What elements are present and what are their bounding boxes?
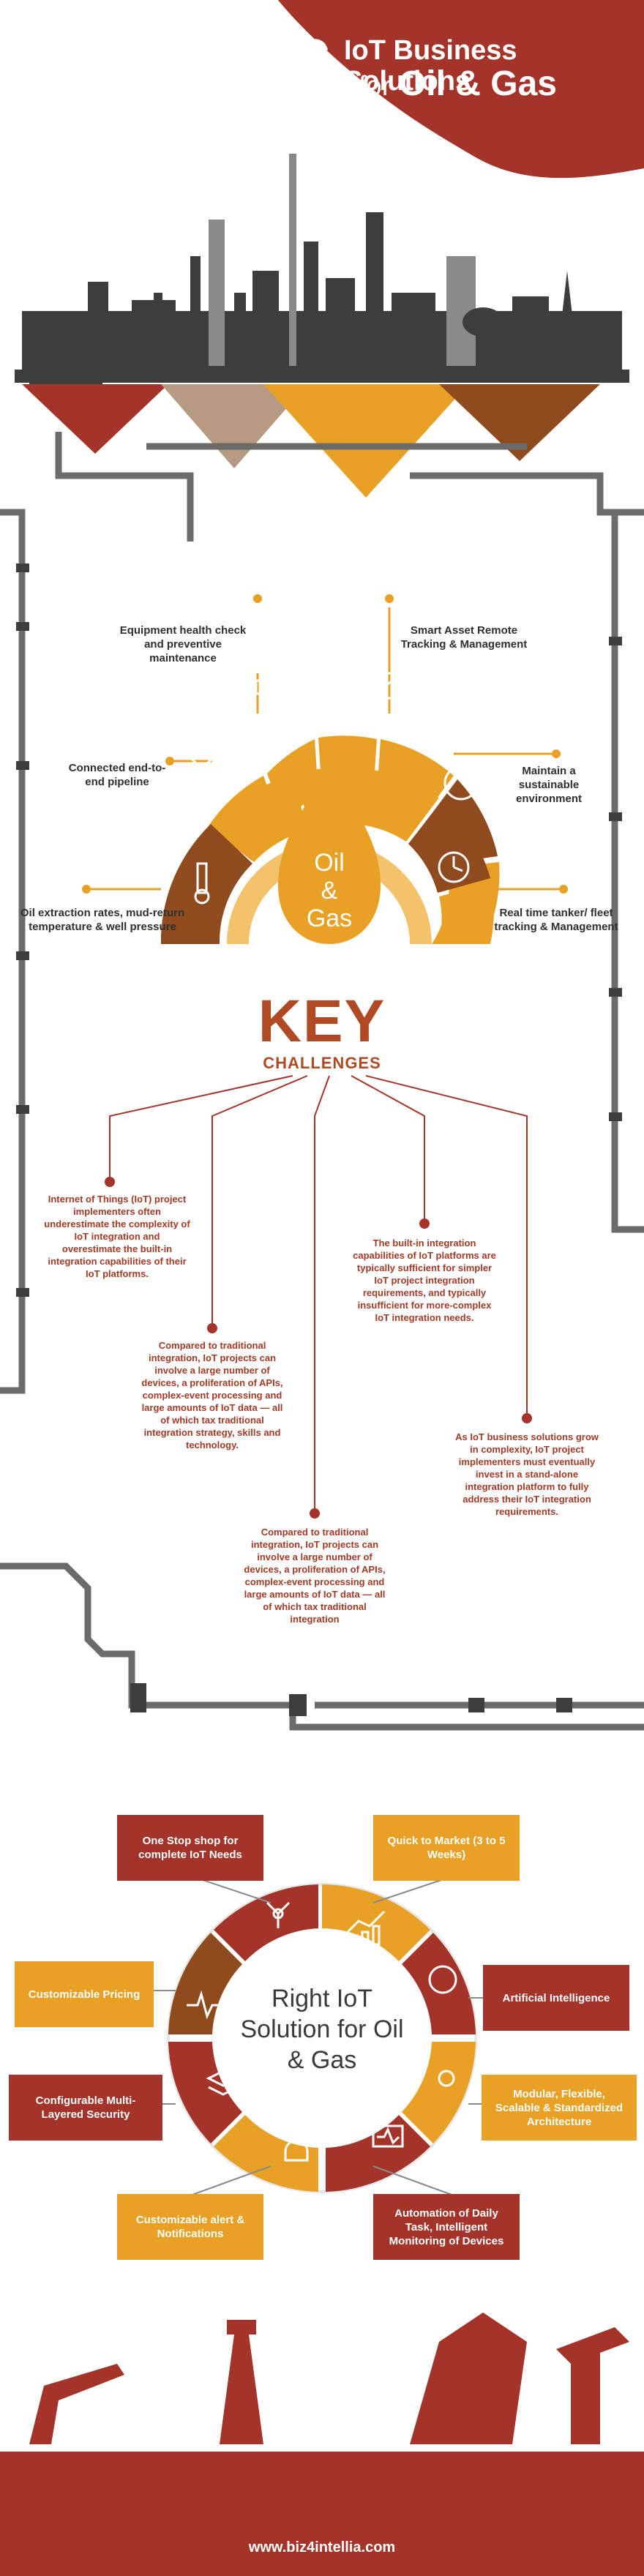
benefit-quick-to-market: Quick to Market (3 to 5 Weeks) bbox=[373, 1815, 520, 1881]
challenge-item-3: Compared to traditional integration, IoT… bbox=[244, 1527, 386, 1625]
oilfield-silhouette-illustration bbox=[0, 2313, 644, 2576]
header-title-line1: IoT Business Solutions bbox=[344, 35, 517, 97]
header-title-line2: for Oil & Gas bbox=[359, 67, 557, 102]
solution-smart-asset: Smart Asset Remote Tracking & Management bbox=[400, 624, 528, 651]
footer-website-url: www.biz4intellia.com bbox=[248, 2539, 396, 2556]
key-challenges-subtitle: CHALLENGES bbox=[263, 1054, 381, 1072]
solutions-wheel-graphic bbox=[82, 594, 568, 944]
benefit-one-stop-shop: One Stop shop for complete IoT Needs bbox=[117, 1815, 263, 1881]
benefit-artificial-intelligence: Artificial Intelligence bbox=[483, 1965, 629, 2031]
wheel-center-oil: Oil bbox=[314, 849, 345, 877]
benefit-modular-architecture: Modular, Flexible, Scalable & Standardiz… bbox=[482, 2075, 637, 2141]
wheel-center-label: Oil & Gas bbox=[299, 849, 360, 932]
solution-connected-pipeline: Connected end-to-end pipeline bbox=[68, 762, 166, 788]
solution-fleet-tracking: Real time tanker/ fleet tracking & Manag… bbox=[494, 907, 618, 933]
key-challenges-title: KEY bbox=[258, 988, 386, 1055]
benefit-automation-monitoring: Automation of Daily Task, Intelligent Mo… bbox=[373, 2194, 520, 2260]
wheel-center-amp: & bbox=[321, 877, 338, 905]
challenge-item-1: Internet of Things (IoT) project impleme… bbox=[44, 1194, 190, 1279]
benefit-alert-notifications: Customizable alert & Notifications bbox=[117, 2194, 263, 2260]
refinery-skyline-illustration bbox=[22, 154, 622, 388]
right-solution-wheel-graphic bbox=[146, 1873, 498, 2196]
solution-oil-extraction: Oil extraction rates, mud-return tempera… bbox=[20, 907, 185, 933]
wheel-center-gas: Gas bbox=[306, 905, 353, 932]
header-title-strong: Oil & Gas bbox=[398, 64, 557, 103]
benefit-multilayered-security: Configurable Multi-Layered Security bbox=[9, 2075, 162, 2141]
header-title-prefix: for bbox=[359, 71, 392, 102]
solution-sustainable-environment: Maintain a sustainable environment bbox=[515, 765, 582, 805]
benefit-customizable-pricing: Customizable Pricing bbox=[15, 1961, 154, 2027]
header-number: 6 bbox=[293, 25, 332, 103]
challenge-item-4: The built-in integration capabilities of… bbox=[353, 1238, 496, 1323]
solution-equipment-health: Equipment health check and preventive ma… bbox=[119, 624, 247, 664]
right-solution-center-title: Right IoT Solution for Oil & Gas bbox=[240, 1985, 404, 2074]
challenge-item-5: As IoT business solutions grow in comple… bbox=[455, 1431, 599, 1517]
challenge-item-2: Compared to traditional integration, IoT… bbox=[141, 1340, 283, 1450]
